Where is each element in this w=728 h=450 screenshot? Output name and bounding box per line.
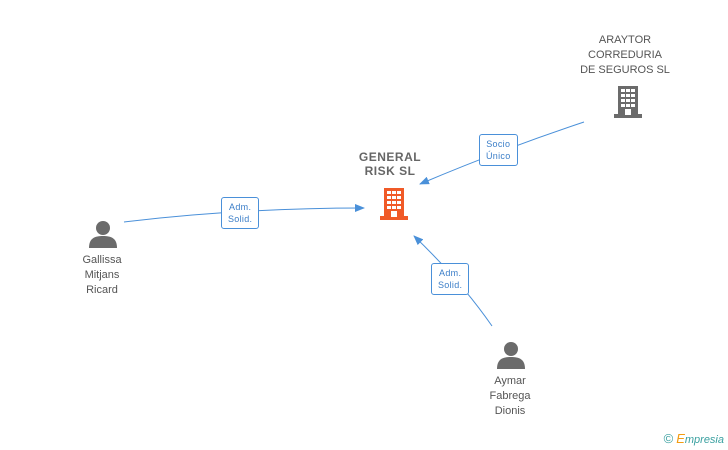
aymar-name-line1: Aymar [494, 375, 526, 387]
person-icon[interactable] [496, 340, 526, 370]
general-risk-name-line2: RISK SL [364, 164, 416, 178]
edge-tag-line1: Adm. [229, 202, 252, 212]
edge-tag-line2: Único [486, 151, 511, 161]
araytor-name-line2: CORREDURIA [588, 49, 662, 61]
gallissa-name-line2: Mitjans [84, 269, 120, 281]
edge-tag-line1: Adm. [439, 268, 462, 278]
edge-tag-line2: Solid. [228, 214, 253, 224]
building-icon[interactable] [613, 84, 643, 118]
brand-initial: E [676, 431, 685, 446]
edge-tag-socio-unico[interactable]: Socio Único [479, 134, 518, 166]
edge-tag-adm-solid-gallissa[interactable]: Adm. Solid. [221, 197, 260, 229]
brand-rest: mpresia [684, 434, 724, 446]
gallissa-name-line3: Ricard [86, 284, 118, 296]
edge-tag-line2: Solid. [438, 280, 463, 290]
brand-name: Empresia [676, 431, 724, 446]
aymar-name-line3: Dionis [494, 405, 526, 417]
empresia-logo[interactable]: ©Empresia [664, 431, 724, 446]
edge-tag-line1: Socio [486, 139, 511, 149]
aymar-label[interactable]: Aymar Fabrega Dionis [468, 374, 552, 419]
edge-tag-adm-solid-aymar[interactable]: Adm. Solid. [431, 263, 470, 295]
araytor-label[interactable]: ARAYTOR CORREDURIA DE SEGUROS SL [570, 33, 680, 78]
araytor-name-line1: ARAYTOR [598, 34, 652, 46]
building-icon[interactable] [379, 186, 409, 220]
person-icon[interactable] [88, 219, 118, 249]
general-risk-label[interactable]: GENERAL RISK SL [350, 150, 430, 178]
araytor-name-line3: DE SEGUROS SL [580, 64, 670, 76]
gallissa-name-line1: Gallissa [82, 254, 122, 266]
gallissa-label[interactable]: Gallissa Mitjans Ricard [60, 253, 144, 298]
aymar-name-line2: Fabrega [489, 390, 531, 402]
copyright-symbol: © [663, 431, 674, 446]
general-risk-name-line1: GENERAL [358, 150, 422, 164]
